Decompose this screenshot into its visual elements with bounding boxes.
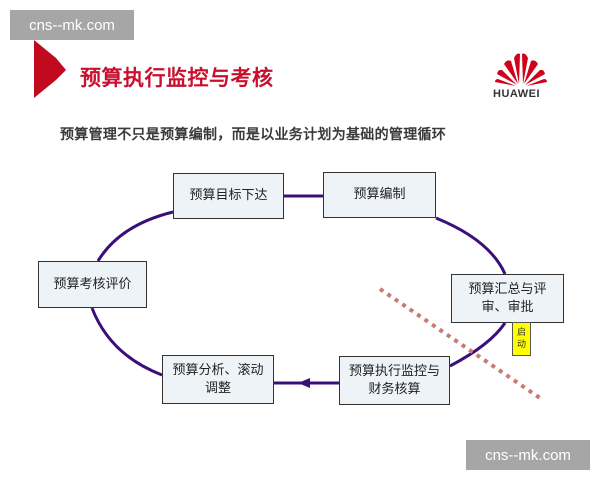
node-compile: 预算编制 [323,172,436,218]
node-target: 预算目标下达 [173,173,284,219]
flow-arrow-icon [298,378,310,388]
huawei-logo-icon [495,53,547,86]
page-title: 预算执行监控与考核 [80,66,274,90]
node-execute: 预算执行监控与财务核算 [339,356,450,405]
watermark-top: cns--mk.com [10,10,134,40]
title-chevron-icon [34,40,66,98]
start-tag: 启动 [512,322,531,356]
huawei-logo-text: HUAWEI [493,88,540,100]
node-analyze: 预算分析、滚动调整 [162,355,274,404]
node-evaluate: 预算考核评价 [38,261,147,308]
page-subtitle: 预算管理不只是预算编制，而是以业务计划为基础的管理循环 [60,127,447,143]
node-review: 预算汇总与评审、审批 [451,274,564,323]
watermark-bottom: cns--mk.com [466,440,590,470]
